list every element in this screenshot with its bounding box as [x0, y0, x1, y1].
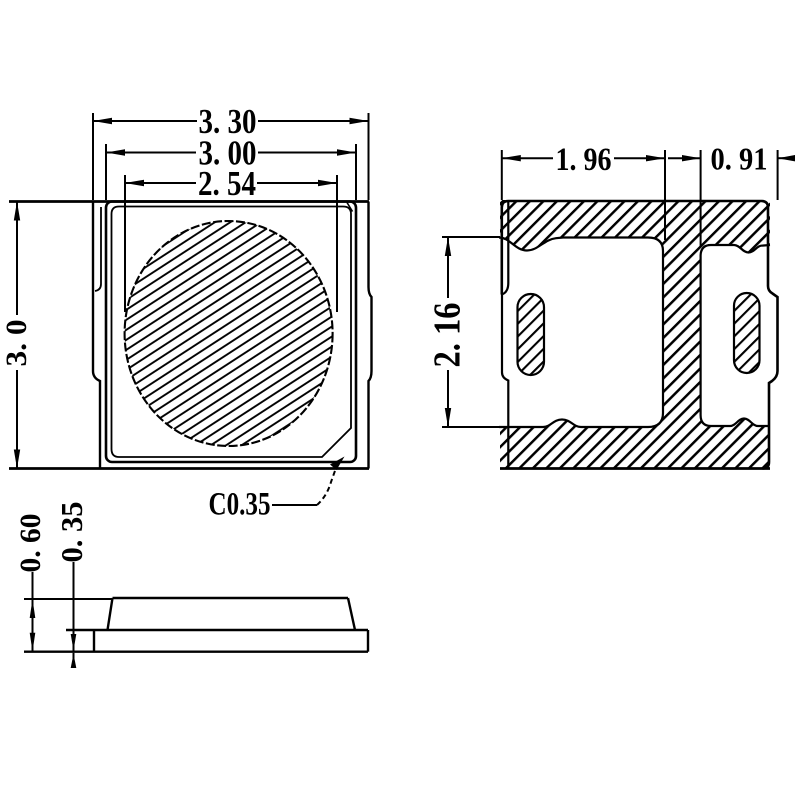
svg-text:3. 30: 3. 30 — [199, 102, 257, 141]
svg-text:2. 16: 2. 16 — [427, 303, 469, 368]
svg-text:1. 96: 1. 96 — [556, 142, 612, 178]
svg-text:2. 54: 2. 54 — [198, 164, 256, 203]
svg-text:C0.35: C0.35 — [209, 487, 271, 523]
svg-text:3. 0: 3. 0 — [0, 320, 33, 367]
svg-text:0. 91: 0. 91 — [711, 141, 768, 177]
svg-text:0. 35: 0. 35 — [54, 502, 89, 563]
svg-text:0. 60: 0. 60 — [14, 514, 47, 573]
svg-text:3. 00: 3. 00 — [199, 133, 257, 172]
